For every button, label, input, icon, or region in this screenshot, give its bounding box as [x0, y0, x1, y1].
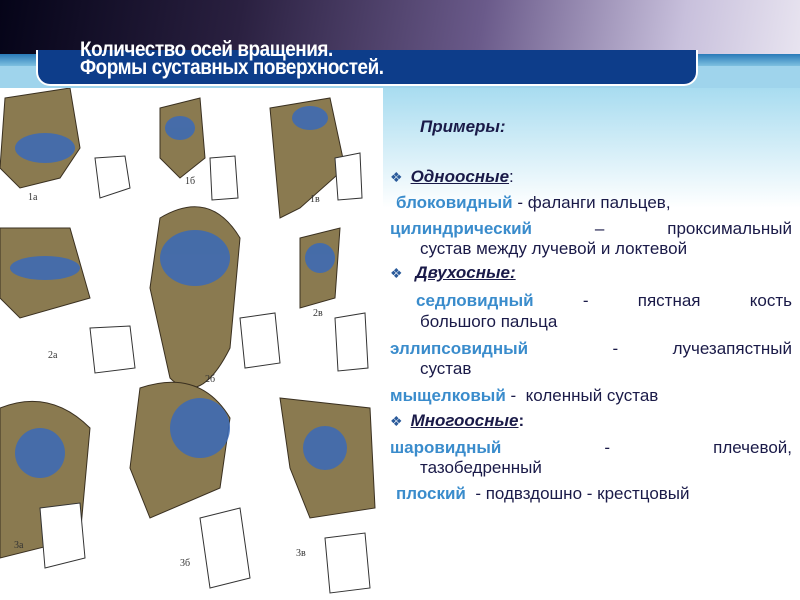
colon: :: [518, 411, 525, 430]
desc-saddle-2: кость: [749, 291, 792, 310]
fig-label-1v: 1в: [310, 194, 320, 205]
desc-trochlear: - фаланги пальцев,: [512, 193, 671, 212]
term-condylar: мыщелковый: [390, 386, 506, 405]
dash: -: [582, 291, 589, 310]
desc-cylindrical: проксимальный: [667, 219, 792, 238]
desc-ellipsoid: лучезапястный: [672, 339, 792, 358]
desc-spherical: плечевой,: [713, 438, 792, 457]
fig-label-3v: 3в: [296, 548, 306, 559]
diamond-bullet-icon: ❖: [390, 169, 403, 185]
desc-condylar: - коленный сустав: [505, 386, 659, 405]
dash: -: [604, 438, 611, 457]
desc-cylindrical-cont: сустав между лучевой и локтевой: [420, 239, 688, 258]
dash: -: [612, 339, 619, 358]
joints-illustration: 1а 1б 1в 2а 2б 2в 3а 3б 3в: [0, 88, 383, 600]
fig-label-3b: 3б: [180, 558, 191, 569]
desc-saddle-1: пястная: [637, 291, 701, 310]
fig-label-2b: 2б: [205, 374, 216, 385]
term-saddle: седловидный: [416, 291, 534, 310]
term-flat: плоский: [396, 484, 466, 503]
term-spherical: шаровидный: [390, 438, 502, 457]
diamond-bullet-icon: ❖: [390, 413, 403, 429]
fig-label-2v: 2в: [313, 308, 323, 319]
fig-label-1b: 1б: [185, 176, 196, 187]
term-cylindrical: цилиндрический: [390, 219, 533, 238]
multiaxial-heading: Многоосные: [410, 411, 519, 430]
desc-ellipsoid-cont: сустав: [420, 359, 472, 378]
title-line-1: Количество осей вращения.: [80, 38, 333, 61]
fig-label-3a: 3а: [14, 540, 24, 551]
dash: –: [594, 219, 605, 238]
desc-flat: - подвздошно - крестцовый: [465, 484, 690, 503]
fig-label-2a: 2а: [48, 350, 58, 361]
joints-drawing: [0, 88, 376, 594]
colon: :: [509, 167, 514, 186]
title-line-2: Формы суставных поверхностей.: [80, 56, 384, 79]
fig-label-1a: 1а: [28, 192, 38, 203]
header-banner: [0, 0, 800, 56]
title-panel: [36, 50, 698, 86]
uniaxial-heading: Одноосные: [410, 167, 510, 186]
examples-heading: Примеры:: [420, 117, 506, 136]
biaxial-heading: Двухосные:: [415, 263, 516, 282]
desc-saddle-cont: большого пальца: [420, 312, 558, 331]
term-ellipsoid: эллипсовидный: [390, 339, 529, 358]
desc-spherical-cont: тазобедренный: [420, 458, 542, 477]
diamond-bullet-icon: ❖: [390, 265, 403, 281]
text-background: [383, 88, 800, 208]
term-trochlear: блоковидный: [396, 193, 513, 212]
